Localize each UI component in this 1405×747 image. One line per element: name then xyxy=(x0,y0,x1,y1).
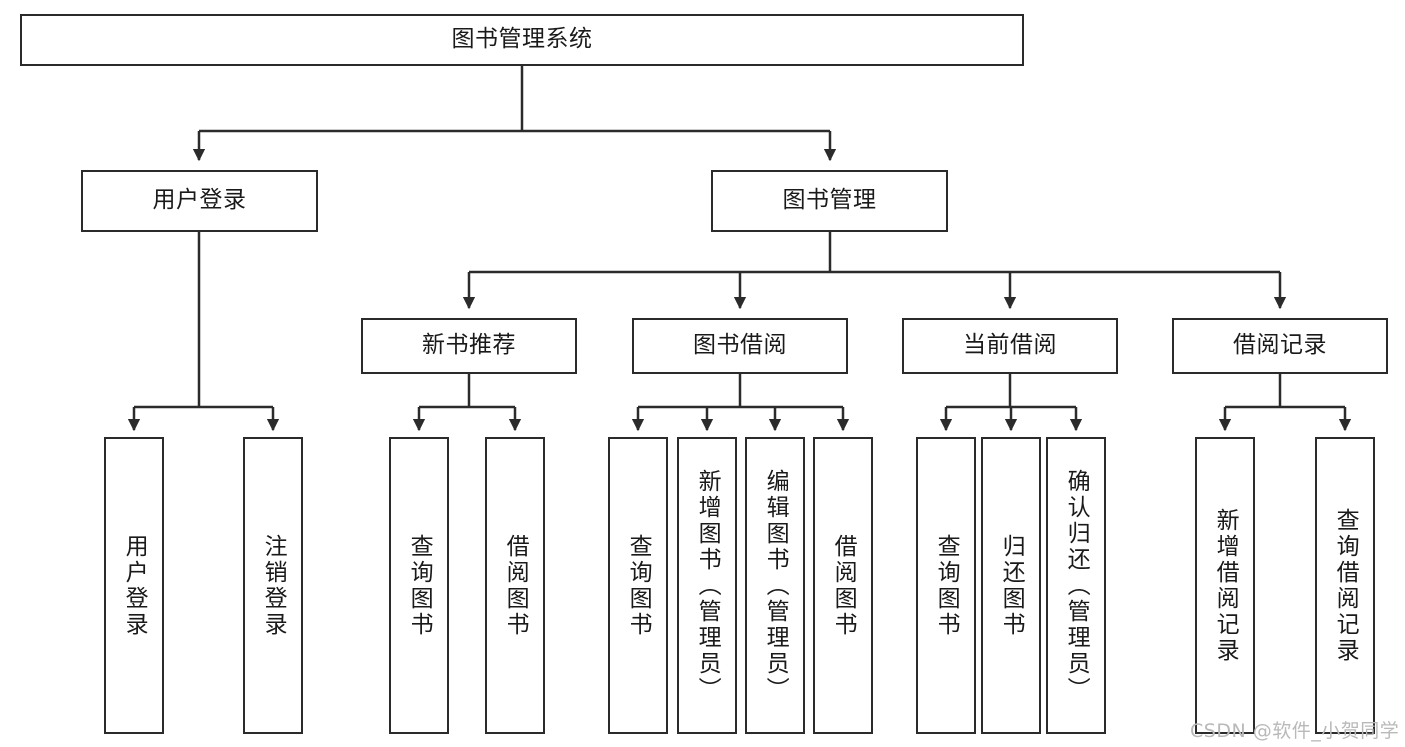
node-leaf-current-return-book[interactable]: 归还图书 xyxy=(981,437,1041,734)
node-label: 图书管理 xyxy=(782,187,877,214)
node-leaf-borrow-edit-book[interactable]: 编辑图书（管理员） xyxy=(745,437,805,734)
node-root-system[interactable]: 图书管理系统 xyxy=(20,14,1024,66)
node-label: 新增借阅记录 xyxy=(1212,507,1239,664)
node-new-book-recommend[interactable]: 新书推荐 xyxy=(361,318,577,374)
node-label: 借阅图书 xyxy=(502,533,529,638)
node-label: 借阅图书 xyxy=(830,533,857,638)
node-label: 借阅记录 xyxy=(1233,332,1327,359)
node-leaf-borrow-borrow-book[interactable]: 借阅图书 xyxy=(813,437,873,734)
node-leaf-record-add[interactable]: 新增借阅记录 xyxy=(1195,437,1255,734)
node-leaf-borrow-query-book[interactable]: 查询图书 xyxy=(608,437,668,734)
node-user-login[interactable]: 用户登录 xyxy=(81,170,318,232)
node-label: 当前借阅 xyxy=(963,332,1057,359)
node-borrow-record[interactable]: 借阅记录 xyxy=(1172,318,1388,374)
node-label: 查询借阅记录 xyxy=(1332,507,1359,664)
node-leaf-current-confirm-return[interactable]: 确认归还（管理员） xyxy=(1046,437,1106,734)
node-label: 用户登录 xyxy=(121,533,148,638)
node-leaf-user-login-do[interactable]: 用户登录 xyxy=(104,437,164,734)
node-current-borrow[interactable]: 当前借阅 xyxy=(902,318,1118,374)
node-label: 新书推荐 xyxy=(422,332,516,359)
node-label: 编辑图书（管理员） xyxy=(762,468,789,703)
node-book-management[interactable]: 图书管理 xyxy=(711,170,948,232)
node-label: 确认归还（管理员） xyxy=(1063,468,1090,703)
node-leaf-record-query[interactable]: 查询借阅记录 xyxy=(1315,437,1375,734)
node-label: 归还图书 xyxy=(998,533,1025,638)
node-leaf-recommend-query-book[interactable]: 查询图书 xyxy=(389,437,449,734)
node-leaf-current-query-book[interactable]: 查询图书 xyxy=(916,437,976,734)
node-book-borrow[interactable]: 图书借阅 xyxy=(632,318,848,374)
node-label: 新增图书（管理员） xyxy=(694,468,721,703)
node-label: 用户登录 xyxy=(152,187,247,214)
node-label: 查询图书 xyxy=(625,533,652,638)
csdn-watermark: CSDN @软件_小贺同学 xyxy=(1190,720,1400,742)
node-label: 查询图书 xyxy=(406,533,433,638)
node-label: 图书借阅 xyxy=(693,332,787,359)
node-leaf-recommend-borrow-book[interactable]: 借阅图书 xyxy=(485,437,545,734)
node-label: 查询图书 xyxy=(933,533,960,638)
node-label: 注销登录 xyxy=(260,533,287,638)
node-label: 图书管理系统 xyxy=(451,26,593,53)
node-leaf-borrow-add-book[interactable]: 新增图书（管理员） xyxy=(677,437,737,734)
node-leaf-user-logout[interactable]: 注销登录 xyxy=(243,437,303,734)
